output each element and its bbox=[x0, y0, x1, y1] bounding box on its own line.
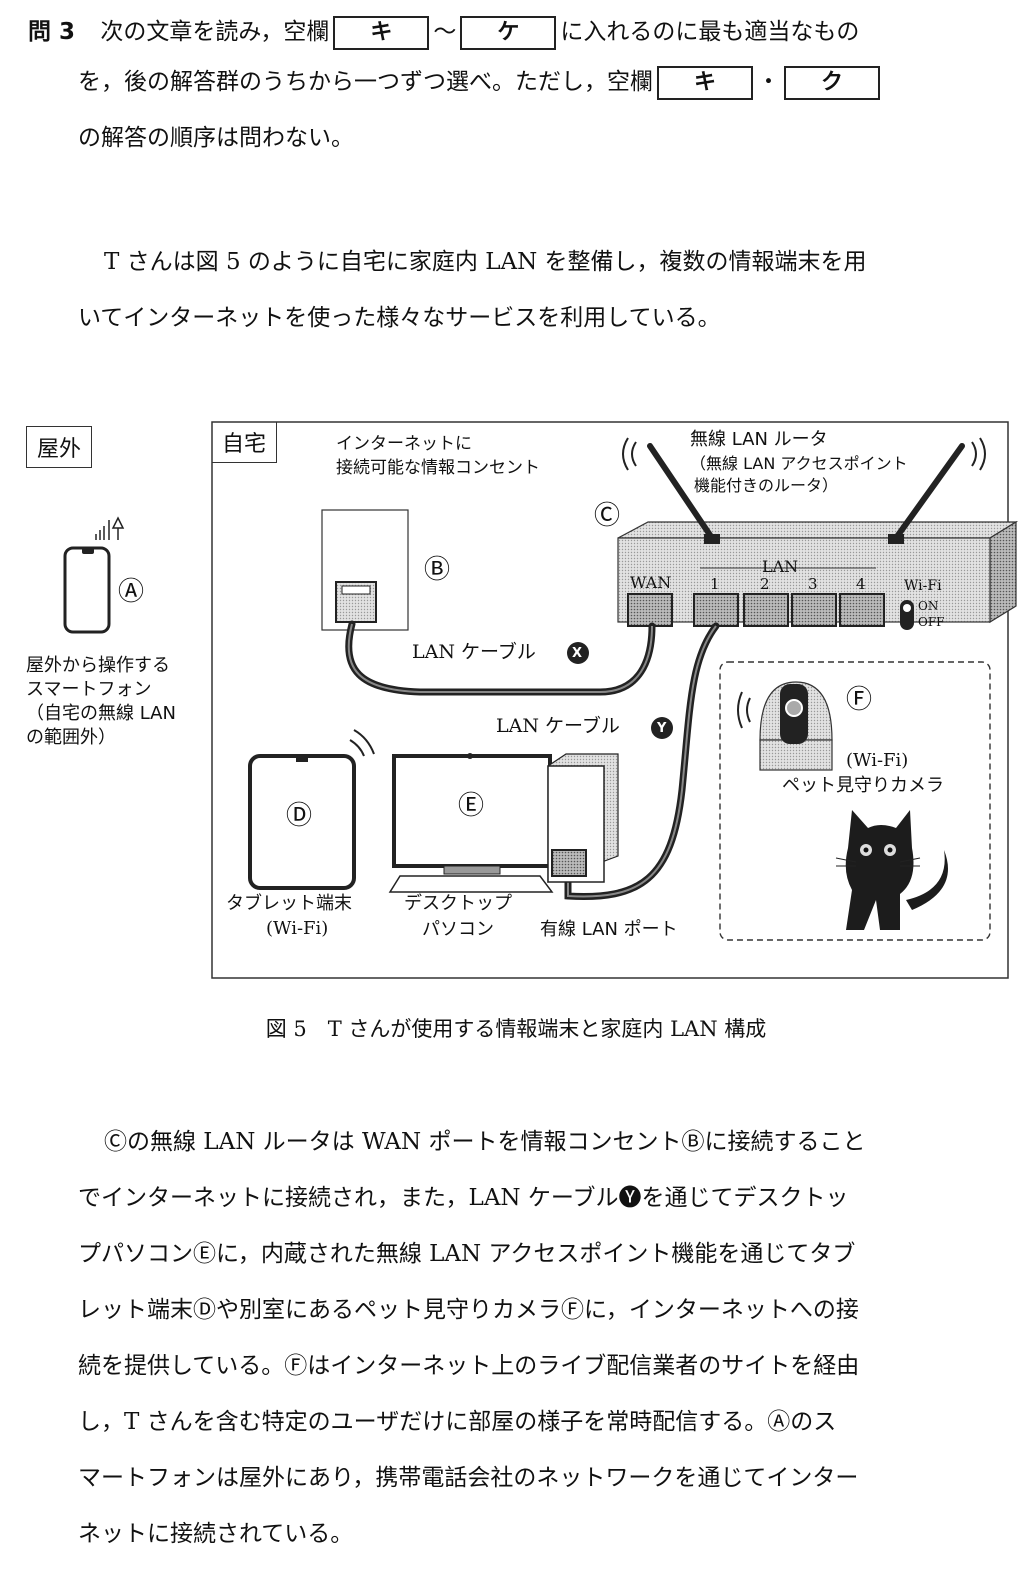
lan-port-2-label: 2 bbox=[760, 575, 770, 593]
cable-x-mark: X bbox=[572, 646, 583, 661]
camera-wifi-label: (Wi-Fi) bbox=[846, 750, 909, 771]
body-line-8: ネットに接続されている。 bbox=[78, 1521, 354, 1547]
cable-y-label: LAN ケーブル bbox=[496, 715, 620, 737]
lan-group-label: LAN bbox=[762, 557, 799, 576]
figure-drawing bbox=[63, 421, 1019, 979]
mark-d: Ⓓ bbox=[286, 801, 313, 831]
question-text-2a: を，後の解答群のうちから一つずつ選べ。ただし，空欄 bbox=[78, 69, 653, 95]
pc-label-2: パソコン bbox=[422, 919, 494, 940]
intro-line-1: T さんは図 5 のように自宅に家庭内 LAN を整備し，複数の情報端末を用 bbox=[104, 249, 867, 275]
body-line-6: し，T さんを含む特定のユーザだけに部屋の様子を常時配信する。Ⓐのス bbox=[78, 1409, 837, 1435]
question-header: 問 3 次の文章を読み，空欄キ〜ケに入れるのに最も適当なもの bbox=[28, 16, 859, 50]
outlet-label-1: インターネットに bbox=[336, 434, 472, 454]
tablet-label-1: タブレット端末 bbox=[226, 893, 352, 914]
cable-x-marker bbox=[567, 642, 589, 664]
question-number: 問 3 bbox=[28, 19, 76, 45]
wired-port-label: 有線 LAN ポート bbox=[540, 919, 678, 940]
outlet-label-2: 接続可能な情報コンセント bbox=[336, 458, 540, 478]
dot: ・ bbox=[757, 69, 780, 95]
home-tag: 自宅 bbox=[212, 422, 278, 463]
wifi-on-label: ON bbox=[918, 599, 939, 613]
router-label-2: （無線 LAN アクセスポイント bbox=[690, 454, 908, 473]
phone-label-3: （自宅の無線 LAN bbox=[26, 703, 176, 724]
cat-icon bbox=[835, 810, 948, 930]
camera-label: ペット見守りカメラ bbox=[782, 775, 944, 796]
blank-ki: キ bbox=[333, 16, 430, 50]
body-line-7: マートフォンは屋外にあり，携帯電話会社のネットワークを通じてインター bbox=[78, 1465, 859, 1491]
tilde: 〜 bbox=[433, 19, 457, 45]
blank-ke: ケ bbox=[460, 16, 557, 50]
question-line-2: を，後の解答群のうちから一つずつ選べ。ただし，空欄キ・ク bbox=[78, 66, 884, 100]
cable-x-label: LAN ケーブル bbox=[412, 641, 536, 663]
figure-caption: 図 5 T さんが使用する情報端末と家庭内 LAN 構成 bbox=[265, 1017, 767, 1041]
wan-port-label: WAN bbox=[630, 573, 672, 592]
pc-label-1: デスクトップ bbox=[404, 893, 512, 914]
body-line-1: Ⓒの無線 LAN ルータは WAN ポートを情報コンセントⒷに接続すること bbox=[104, 1129, 866, 1155]
cable-x-inner bbox=[347, 623, 653, 693]
question-text-1a: 次の文章を読み，空欄 bbox=[100, 19, 330, 45]
body-line-5: 続を提供している。Ⓕはインターネット上のライブ配信業者のサイトを経由 bbox=[78, 1353, 860, 1379]
figure-5: 屋外 自宅 インターネットに 接続可能な情報コンセント 無線 LAN ルータ （… bbox=[0, 410, 1032, 1010]
cable-y-mark: Y bbox=[657, 721, 667, 736]
tablet-icon bbox=[248, 729, 375, 890]
router-label-3: 機能付きのルータ） bbox=[694, 476, 839, 495]
wifi-off-label: OFF bbox=[918, 615, 945, 629]
lan-port-1-label: 1 bbox=[710, 575, 720, 593]
body-line-2: でインターネットに接続され，また，LAN ケーブル🅨を通じてデスクトッ bbox=[78, 1185, 849, 1211]
phone-label-2: スマートフォン bbox=[26, 679, 152, 700]
mark-b: Ⓑ bbox=[424, 555, 451, 585]
desktop-pc-icon bbox=[388, 753, 619, 893]
body-line-4: レット端末Ⓓや別室にあるペット見守りカメラⒻに，インターネットへの接 bbox=[78, 1297, 859, 1323]
pet-camera-icon bbox=[737, 681, 833, 771]
lan-port-3-label: 3 bbox=[808, 575, 818, 593]
router-label-1: 無線 LAN ルータ bbox=[690, 429, 828, 450]
question-line-3: の解答の順序は問わない。 bbox=[78, 125, 354, 151]
question-text-1b: に入れるのに最も適当なもの bbox=[560, 19, 860, 45]
router-icon bbox=[617, 437, 1019, 630]
mark-f: Ⓕ bbox=[846, 685, 873, 715]
intro-line-2: いてインターネットを使った様々なサービスを利用している。 bbox=[78, 305, 721, 331]
smartphone-icon bbox=[63, 516, 125, 634]
cable-y-marker bbox=[651, 717, 673, 739]
cable-y-inner bbox=[567, 625, 717, 898]
lan-port-4-label: 4 bbox=[856, 575, 866, 593]
blank-ki-2: キ bbox=[657, 66, 753, 100]
info-outlet-icon bbox=[321, 509, 409, 631]
phone-label-1: 屋外から操作する bbox=[26, 655, 170, 676]
mark-e: Ⓔ bbox=[458, 791, 485, 821]
wifi-switch-label: Wi-Fi bbox=[904, 578, 942, 594]
phone-label-4: の範囲外） bbox=[26, 727, 116, 748]
blank-ku: ク bbox=[784, 66, 880, 100]
tablet-label-2: (Wi-Fi) bbox=[266, 918, 329, 939]
outdoor-tag: 屋外 bbox=[26, 426, 93, 468]
home-frame bbox=[211, 421, 1009, 979]
body-line-3: プパソコンⒺに，内蔵された無線 LAN アクセスポイント機能を通じてタブ bbox=[78, 1241, 856, 1267]
mark-c: Ⓒ bbox=[594, 501, 621, 531]
mark-a: Ⓐ bbox=[118, 577, 145, 607]
